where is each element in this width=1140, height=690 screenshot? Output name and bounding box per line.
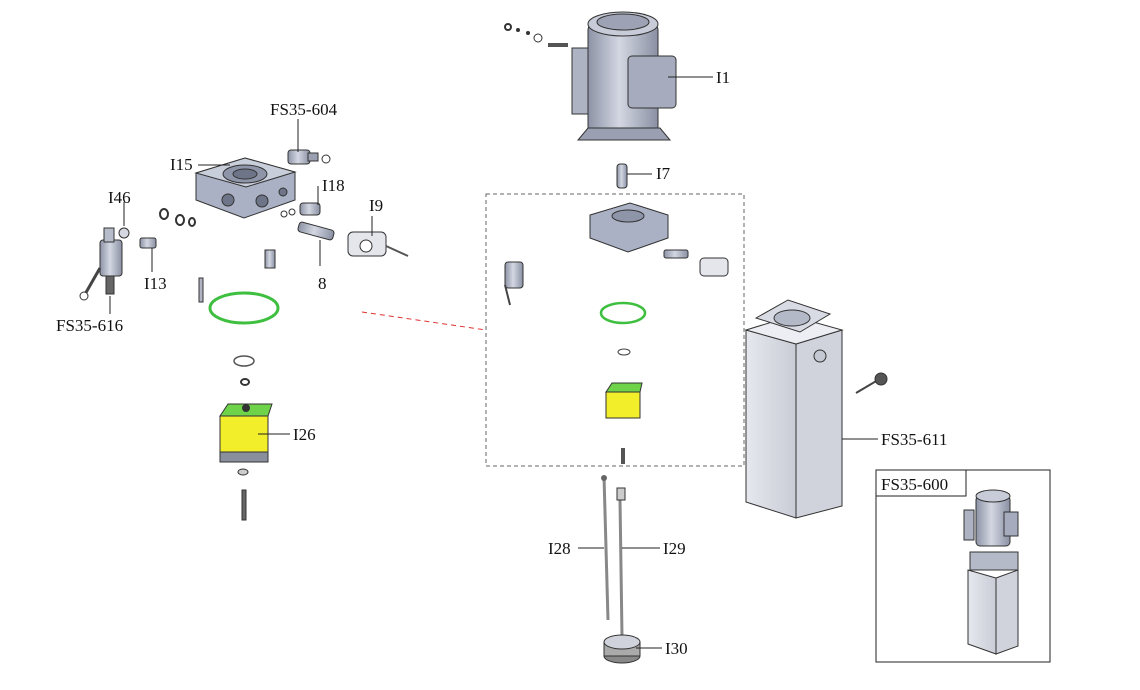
label-i15: I15: [170, 155, 193, 174]
detail-shaft-part: [621, 448, 625, 464]
detail-frame: [485, 193, 745, 467]
assembled-unit-thumbnail: [963, 489, 1019, 655]
leader-lines: [109, 76, 878, 649]
small-fitting-part: [264, 249, 276, 269]
hand-valve-part: [79, 227, 123, 301]
label-i29: I29: [663, 539, 686, 558]
o-ring-part: [233, 355, 255, 367]
suction-tube-part: [601, 475, 610, 621]
label-fs35-600: FS35-600: [881, 475, 948, 494]
label-i13: I13: [144, 274, 167, 293]
electric-motor-part: [571, 11, 677, 141]
pump-shaft-part: [241, 489, 247, 521]
label-fs35-611: FS35-611: [881, 430, 947, 449]
detail-o-ring-part: [617, 348, 631, 356]
label-i1: I1: [716, 68, 730, 87]
manifold-block-part: [194, 157, 297, 219]
seal-part: [240, 378, 250, 386]
return-tube-part: [616, 487, 626, 637]
suction-filter-part: [603, 634, 641, 664]
bolt-part: [198, 277, 204, 303]
label-i7: I7: [656, 164, 671, 183]
label-fs35-604: FS35-604: [270, 100, 338, 119]
coupling-part: [616, 163, 628, 189]
valve-cartridge-part: [287, 149, 331, 165]
label-i30: I30: [665, 639, 688, 658]
washer-row-part: [159, 208, 196, 227]
label-i9: I9: [369, 196, 383, 215]
label-i46: I46: [108, 188, 131, 207]
detail-green-o-ring-part: [599, 301, 647, 325]
nut-i46-part: [118, 227, 130, 239]
label-8: 8: [318, 274, 327, 293]
solenoid-part: [347, 231, 409, 257]
detail-leader-line: [361, 311, 487, 331]
detail-fitting-part: [663, 249, 689, 259]
label-i26: I26: [293, 425, 316, 444]
label-fs35-616: FS35-616: [56, 316, 123, 335]
detail-gear-pump-part: [605, 382, 643, 419]
assembly-inset-frame: [875, 469, 1051, 663]
check-valve-part: [297, 221, 335, 241]
detail-manifold-part: [589, 202, 669, 253]
green-o-ring-part: [208, 291, 280, 325]
motor-hardware-part: [504, 23, 568, 47]
detail-valve-part: [504, 261, 524, 306]
reservoir-tank-part: [744, 299, 844, 519]
assembly-inset-label-box: [875, 469, 967, 497]
fitting-i13-part: [139, 237, 157, 249]
label-i28: I28: [548, 539, 571, 558]
fitting-i18-part: [280, 202, 321, 218]
filler-breather-part: [855, 372, 888, 394]
gear-pump-part: [219, 403, 273, 463]
pump-washer-part: [237, 468, 249, 476]
label-i18: I18: [322, 176, 345, 195]
detail-solenoid-part: [699, 257, 729, 277]
